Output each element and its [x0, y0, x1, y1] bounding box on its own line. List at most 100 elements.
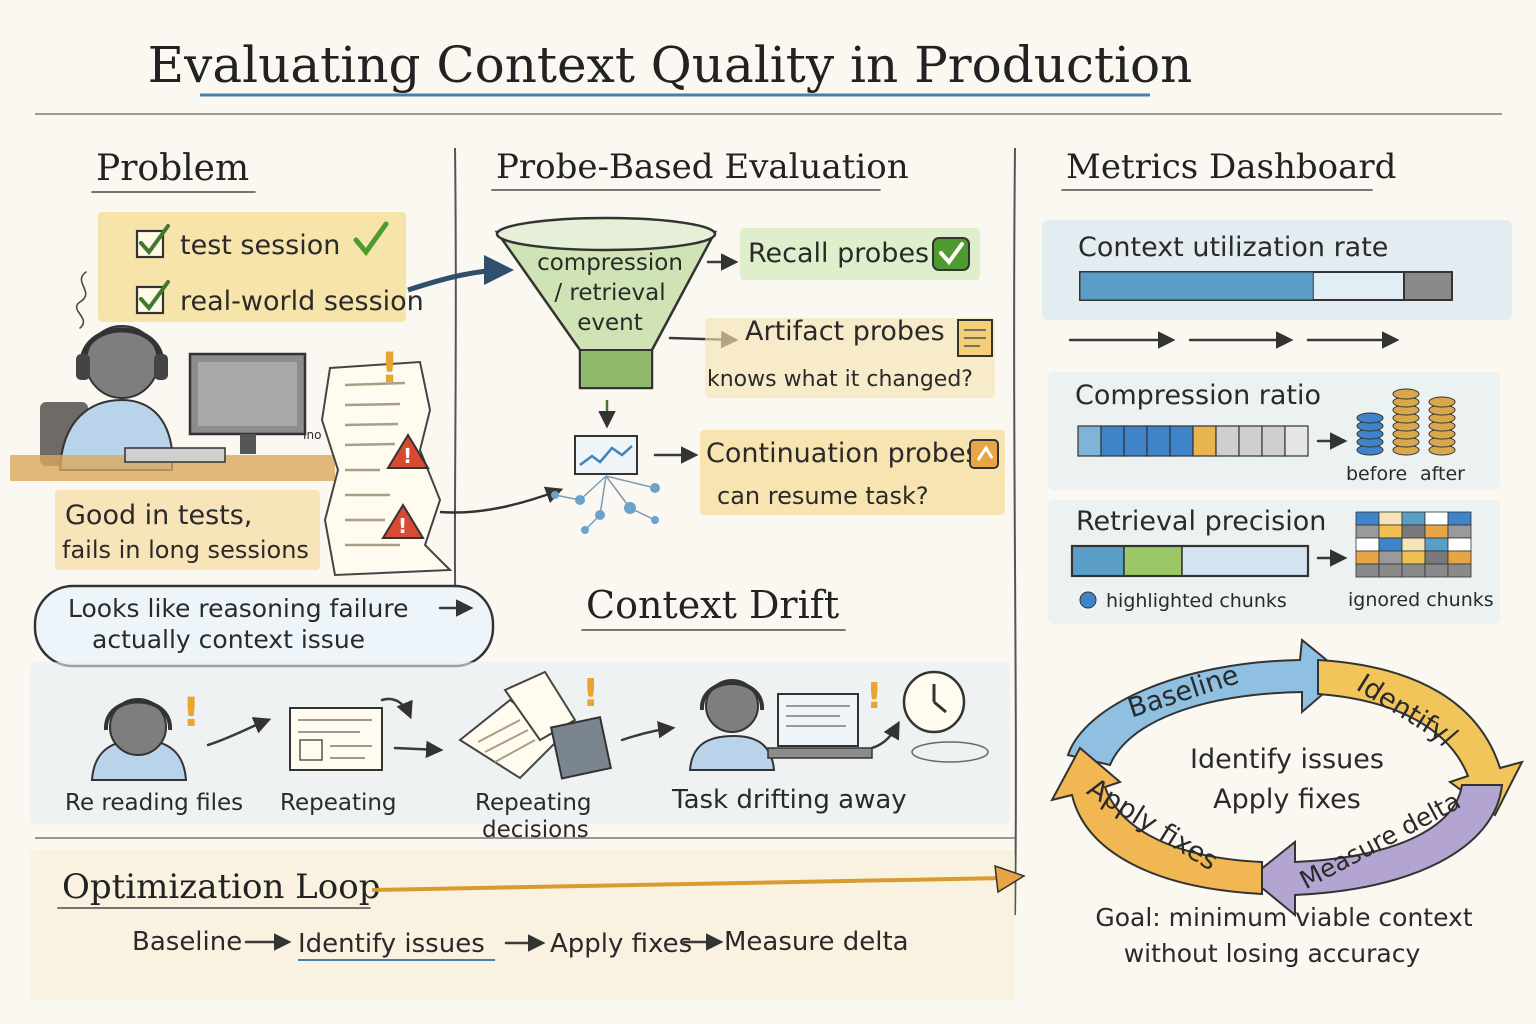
- drift-step-label: Repeating: [280, 790, 397, 816]
- chunk-cell: [1378, 563, 1403, 578]
- stressed-user-illustration: [10, 271, 335, 481]
- chunk-cell: [1355, 550, 1380, 565]
- exclaim-icon: !: [582, 671, 599, 715]
- optimization-cycle: Baseline Identify/ Measure delta Apply f…: [1050, 638, 1524, 918]
- drift-step-rereading: ! Re reading files: [65, 690, 243, 816]
- drift-heading: Context Drift: [586, 583, 839, 627]
- headphones-icon: [699, 681, 765, 711]
- utilization-label: Context utilization rate: [1078, 232, 1388, 263]
- chart-screen-icon: [574, 435, 638, 475]
- check-icon: [139, 224, 170, 256]
- retrieval-seg-light: [1181, 545, 1309, 577]
- chunk-cell: [1355, 511, 1380, 526]
- loop-heading: Optimization Loop: [62, 867, 380, 907]
- retrieval-seg-blue: [1071, 545, 1125, 577]
- drift-user-head: [109, 698, 167, 756]
- cycle-center-line-1: Identify issues: [1190, 744, 1384, 775]
- chart-screen-line: [579, 445, 633, 466]
- chunk-cell: [1401, 563, 1426, 578]
- compression-before: before: [1346, 463, 1407, 485]
- drift-user-head: [705, 679, 759, 733]
- probe-heading: Probe-Based Evaluation: [496, 147, 909, 187]
- compression-segment: [1215, 425, 1240, 457]
- callout-line-1: Looks like reasoning failure: [68, 594, 409, 623]
- keyboard-icon: [124, 447, 226, 463]
- drift-arrow: [206, 717, 272, 747]
- continuation-label: Continuation probes: [706, 438, 980, 469]
- retrieval-label: Retrieval precision: [1076, 506, 1326, 537]
- funnel-spout: [579, 349, 653, 389]
- network-node: [581, 526, 589, 534]
- drift-step-label: Re reading files: [65, 790, 243, 816]
- monitor-stand: [240, 434, 256, 454]
- chunk-cell: [1447, 537, 1472, 552]
- warning-icon: [386, 433, 430, 469]
- warning-mark: !: [403, 444, 412, 468]
- paper-sheet: [503, 670, 577, 742]
- retrieval-ignored: ignored chunks: [1348, 589, 1494, 611]
- metric-compression: Compression ratio before after: [1048, 372, 1500, 490]
- drift-arrow: [870, 720, 900, 750]
- network-node: [650, 483, 660, 493]
- chunk-cell: [1424, 563, 1449, 578]
- metric-retrieval: Retrieval precision highlighted chunks i…: [1048, 500, 1500, 624]
- session-note: [98, 212, 406, 322]
- artifact-question: knows what it changed?: [707, 367, 973, 392]
- problem-caption-line-1: Good in tests,: [65, 500, 252, 531]
- chunk-cell: [1355, 563, 1380, 578]
- compression-segment: [1123, 425, 1148, 457]
- goal-line-1: Goal: minimum viable context: [1095, 903, 1473, 932]
- loop-step-measure: Measure delta: [724, 927, 909, 957]
- drift-arrow: [393, 740, 444, 759]
- compression-label: Compression ratio: [1075, 380, 1321, 411]
- drift-step-label: Repeating: [475, 790, 592, 816]
- long-session-document: Ino ! ! !: [303, 343, 453, 577]
- laptop-lines: [786, 705, 850, 727]
- document-scroll-icon: [320, 360, 453, 577]
- retrieval-network: [551, 435, 660, 534]
- chunk-cell: [1401, 511, 1426, 526]
- chunk-cell: [1401, 550, 1426, 565]
- chunk-cell: [1447, 511, 1472, 526]
- warning-mark: !: [398, 514, 407, 538]
- arrow-to-network: [439, 486, 564, 514]
- drift-shadow: [911, 741, 989, 763]
- compression-segment: [1238, 425, 1263, 457]
- coin: [1392, 388, 1420, 400]
- chunk-cell: [1424, 550, 1449, 565]
- check-badge-mark: [939, 242, 964, 266]
- coin: [1356, 412, 1384, 424]
- headphones-icon: [79, 327, 165, 367]
- compression-segment: [1284, 425, 1309, 457]
- compression-segment: [1077, 425, 1102, 457]
- monitor-screen: [198, 362, 297, 426]
- network-node: [595, 510, 605, 520]
- utilization-bar-end: [1403, 271, 1453, 301]
- loop-progress-arrow: [371, 876, 1006, 892]
- check-icon: [139, 280, 170, 312]
- network-edges: [554, 475, 656, 531]
- recall-probes: Recall probes: [740, 228, 980, 280]
- drift-step-label-2: decisions: [482, 817, 589, 843]
- compression-segment: [1192, 425, 1217, 457]
- retrieval-seg-green: [1123, 545, 1183, 577]
- exclaim-icon: !: [182, 690, 200, 736]
- chunk-cell: [1378, 537, 1403, 552]
- chunk-cell: [1355, 524, 1380, 539]
- chunk-grid-icon: [1355, 511, 1472, 578]
- caption-highlight: [55, 490, 320, 570]
- arrow-to-funnel: [407, 255, 514, 293]
- page-title: Evaluating Context Quality in Production: [148, 36, 1193, 94]
- loop-band: [30, 850, 1015, 1000]
- drift-arrow: [620, 720, 676, 742]
- cycle-segment-measure: [1248, 784, 1504, 918]
- metrics-heading: Metrics Dashboard: [1066, 147, 1396, 187]
- check-label: test session: [180, 230, 340, 261]
- loop-step-apply: Apply fixes: [550, 929, 692, 959]
- loop-step-identify: Identify issues: [298, 929, 485, 959]
- binder-icon: [549, 715, 613, 780]
- doc-lines: [344, 381, 406, 547]
- goal-line-2: without losing accuracy: [1124, 939, 1421, 968]
- check-item-test-session: test session: [135, 221, 389, 261]
- artifact-probes: Artifact probes knows what it changed?: [705, 316, 995, 398]
